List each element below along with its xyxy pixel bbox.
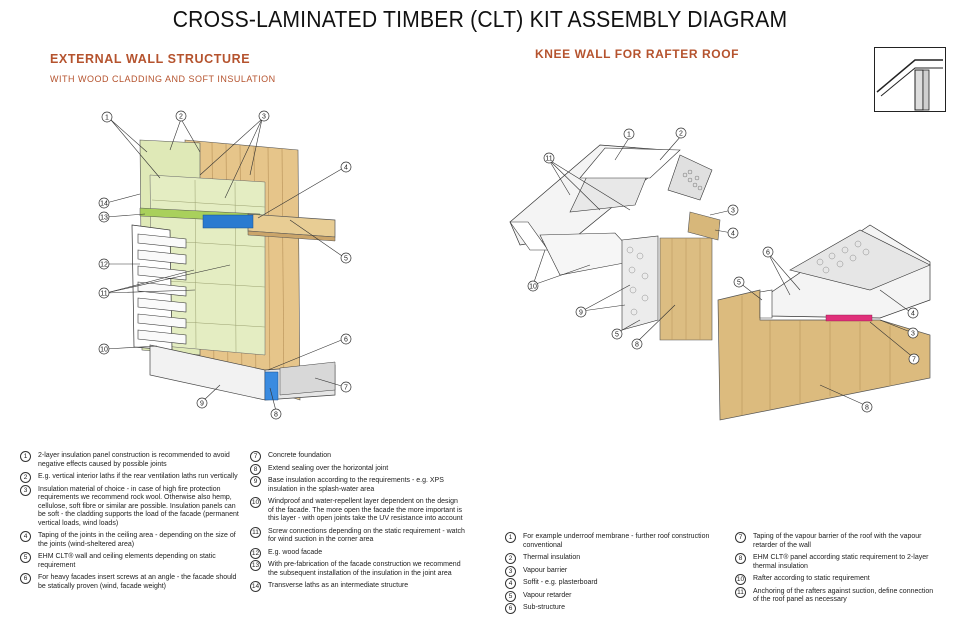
callout-3: 3 xyxy=(262,114,266,121)
callout-5: 5 xyxy=(344,256,348,263)
left-callouts xyxy=(105,118,346,412)
external-wall-drawing xyxy=(131,139,336,401)
thumbnail-house-icon xyxy=(876,59,943,111)
r-callout-10: 10 xyxy=(529,284,537,291)
callout-10: 10 xyxy=(100,347,108,354)
r-callout-2: 2 xyxy=(679,131,683,138)
callout-11: 11 xyxy=(100,291,107,298)
thumbnail-diagram xyxy=(874,47,946,112)
page-title: CROSS-LAMINATED TIMBER (CLT) KIT ASSEMBL… xyxy=(172,6,788,32)
r-callout-4b: 4 xyxy=(911,311,915,318)
r-callout-5b: 5 xyxy=(737,280,741,287)
r-callout-4a: 4 xyxy=(731,231,735,238)
callout-1: 1 xyxy=(105,115,109,122)
right-callout-numbers: 1 2 3 4 11 10 9 5 8 5 6 4 3 7 8 xyxy=(529,131,916,412)
r-callout-9: 9 xyxy=(579,310,583,317)
knee-wall-drawing xyxy=(509,144,931,421)
callout-12: 12 xyxy=(100,262,108,269)
callout-9: 9 xyxy=(200,401,204,408)
r-callout-7: 7 xyxy=(912,357,916,364)
left-subheading: WITH WOOD CLADDING AND SOFT INSULATION xyxy=(50,74,276,84)
r-callout-3b: 3 xyxy=(911,331,915,338)
callout-7: 7 xyxy=(344,385,348,392)
r-callout-1: 1 xyxy=(627,132,631,139)
left-heading: EXTERNAL WALL STRUCTURE xyxy=(50,52,251,66)
callout-14: 14 xyxy=(100,201,108,208)
r-callout-8b: 8 xyxy=(865,405,869,412)
right-callout-circles xyxy=(527,127,920,413)
r-callout-6: 6 xyxy=(766,250,770,257)
left-callout-numbers: 1 2 3 4 5 6 7 8 9 10 11 12 13 14 xyxy=(100,114,348,419)
callout-8: 8 xyxy=(274,412,278,419)
right-heading: KNEE WALL FOR RAFTER ROOF xyxy=(535,47,740,61)
r-callout-11: 11 xyxy=(545,156,552,163)
callout-2: 2 xyxy=(179,114,183,121)
r-callout-3a: 3 xyxy=(731,208,735,215)
r-callout-5a: 5 xyxy=(615,332,619,339)
callout-4: 4 xyxy=(344,165,348,172)
r-callout-8a: 8 xyxy=(635,342,639,349)
left-callout-circles xyxy=(98,110,352,420)
callout-6: 6 xyxy=(344,337,348,344)
callout-13: 13 xyxy=(100,215,108,222)
